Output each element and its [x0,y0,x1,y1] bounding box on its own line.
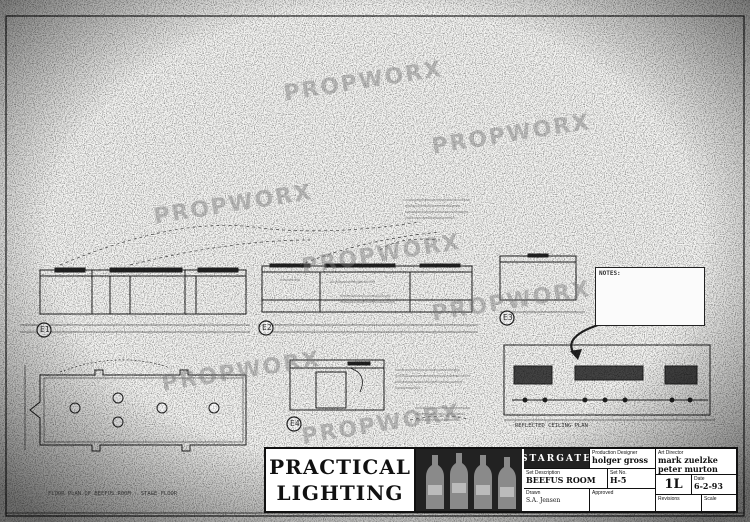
logo-line-2: LIGHTING [276,481,404,505]
date-value: 6-2-93 [694,481,723,491]
date-label: Date [694,476,705,482]
notes-title: NOTES: [599,270,621,277]
label-e3: E3 [503,313,513,322]
stargate-brand: STARGATE [524,449,590,469]
floor-plan-caption: FLOOR PLAN OF BEEFUS ROOM - STAGE FLOOR [48,491,178,497]
set-description-cell: Set Description BEEFUS ROOM [524,469,608,489]
label-e1: E1 [40,325,50,334]
ceiling-plan-caption: REFLECTED CEILING PLAN [515,423,588,429]
set-no-cell: Set No. H-5 [608,469,656,489]
title-block-grid: STARGATE Production Designer holger gros… [524,449,736,511]
art-director-value-1: mark zuelzke [658,455,718,465]
drawn-value: S.A. Jensen [526,497,561,504]
notes-box: NOTES: [595,267,705,326]
set-description-label: Set Description [526,470,560,476]
art-director-cell: Art Director mark zuelzke peter murton [656,449,736,475]
production-designer-label: Production Designer [592,450,638,456]
set-no-label: Set No. [610,470,627,476]
practical-lighting-logo: PRACTICAL LIGHTING [266,449,416,511]
production-designer-cell: Production Designer holger gross [590,449,656,469]
scale-label: Scale [704,496,717,502]
logo-line-1: PRACTICAL [269,455,411,479]
bottles-photo [416,449,522,511]
sheet-no-value: 1L [664,476,683,492]
scale-cell: Scale [702,495,736,511]
title-block: PRACTICAL LIGHTING ST [264,447,738,513]
sheet-no-cell: 1L [656,475,692,495]
production-designer-value: holger gross [592,455,649,465]
label-e2: E2 [262,323,272,332]
revisions-label: Revisions [658,496,680,502]
art-director-label: Art Director [658,450,684,456]
set-no-value: H-5 [610,475,627,485]
drawn-cell: Drawn S.A. Jensen [524,489,590,511]
approved-cell: Approved [590,489,656,511]
revisions-cell: Revisions [656,495,702,511]
approved-label: Approved [592,490,614,496]
label-e4: E4 [290,419,300,428]
art-director-value-2: peter murton [658,464,718,474]
drawn-label: Drawn [526,490,541,496]
date-cell: Date 6-2-93 [692,475,736,495]
set-description-value: BEEFUS ROOM [526,475,596,485]
